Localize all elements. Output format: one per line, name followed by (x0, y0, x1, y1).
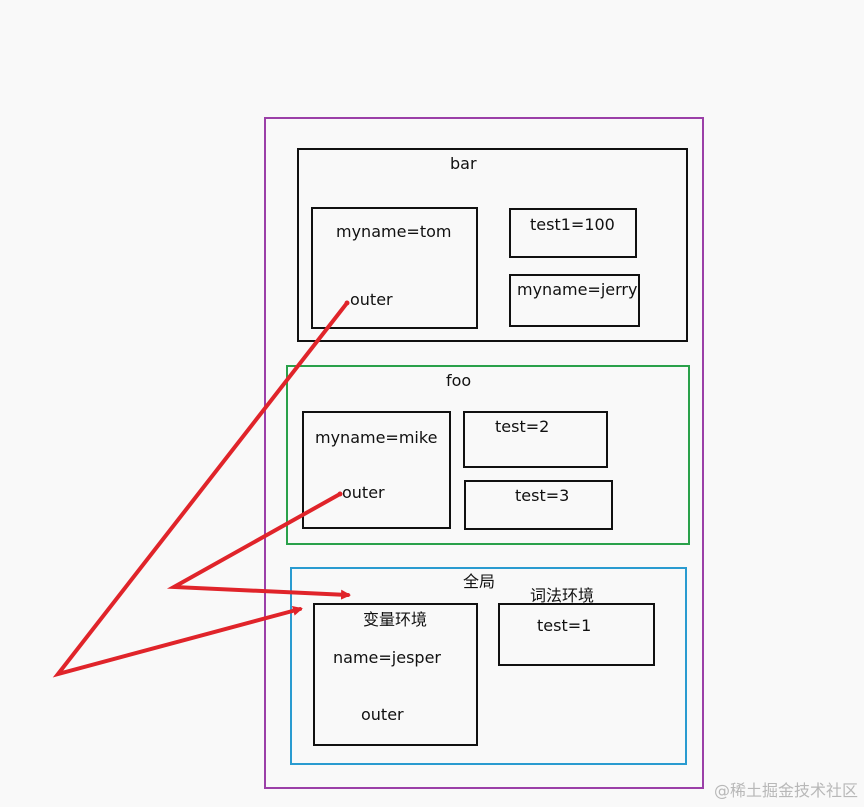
foo-outer-label: outer (342, 483, 385, 502)
foo-test3: test=3 (515, 486, 570, 505)
global-title: 全局 (463, 572, 496, 591)
foo-test2: test=2 (495, 417, 550, 436)
watermark: @稀土掘金技术社区 (713, 781, 858, 800)
bar-var-myname: myname=tom (336, 222, 452, 241)
bar-title: bar (450, 154, 477, 173)
global-name-jesper: name=jesper (333, 648, 441, 667)
global-lexical-env-title: 词法环境 (530, 586, 595, 605)
foo-title: foo (446, 371, 472, 390)
bar-context (297, 148, 688, 342)
bar-outer-label: outer (350, 290, 393, 309)
foo-var-myname: myname=mike (315, 428, 438, 447)
bar-test1: test1=100 (530, 215, 615, 234)
bar-lexical-block-2 (509, 274, 640, 327)
bar-lexical-block-1 (509, 208, 637, 258)
global-lexical-environment (498, 603, 655, 666)
global-test1: test=1 (537, 616, 592, 635)
bar-myname-jerry: myname=jerry (517, 280, 638, 299)
global-outer-label: outer (361, 705, 404, 724)
global-variable-env-title: 变量环境 (363, 610, 428, 629)
bar-variable-environment (311, 207, 478, 329)
foo-lexical-block-1 (463, 411, 608, 468)
foo-lexical-block-2 (464, 480, 613, 530)
